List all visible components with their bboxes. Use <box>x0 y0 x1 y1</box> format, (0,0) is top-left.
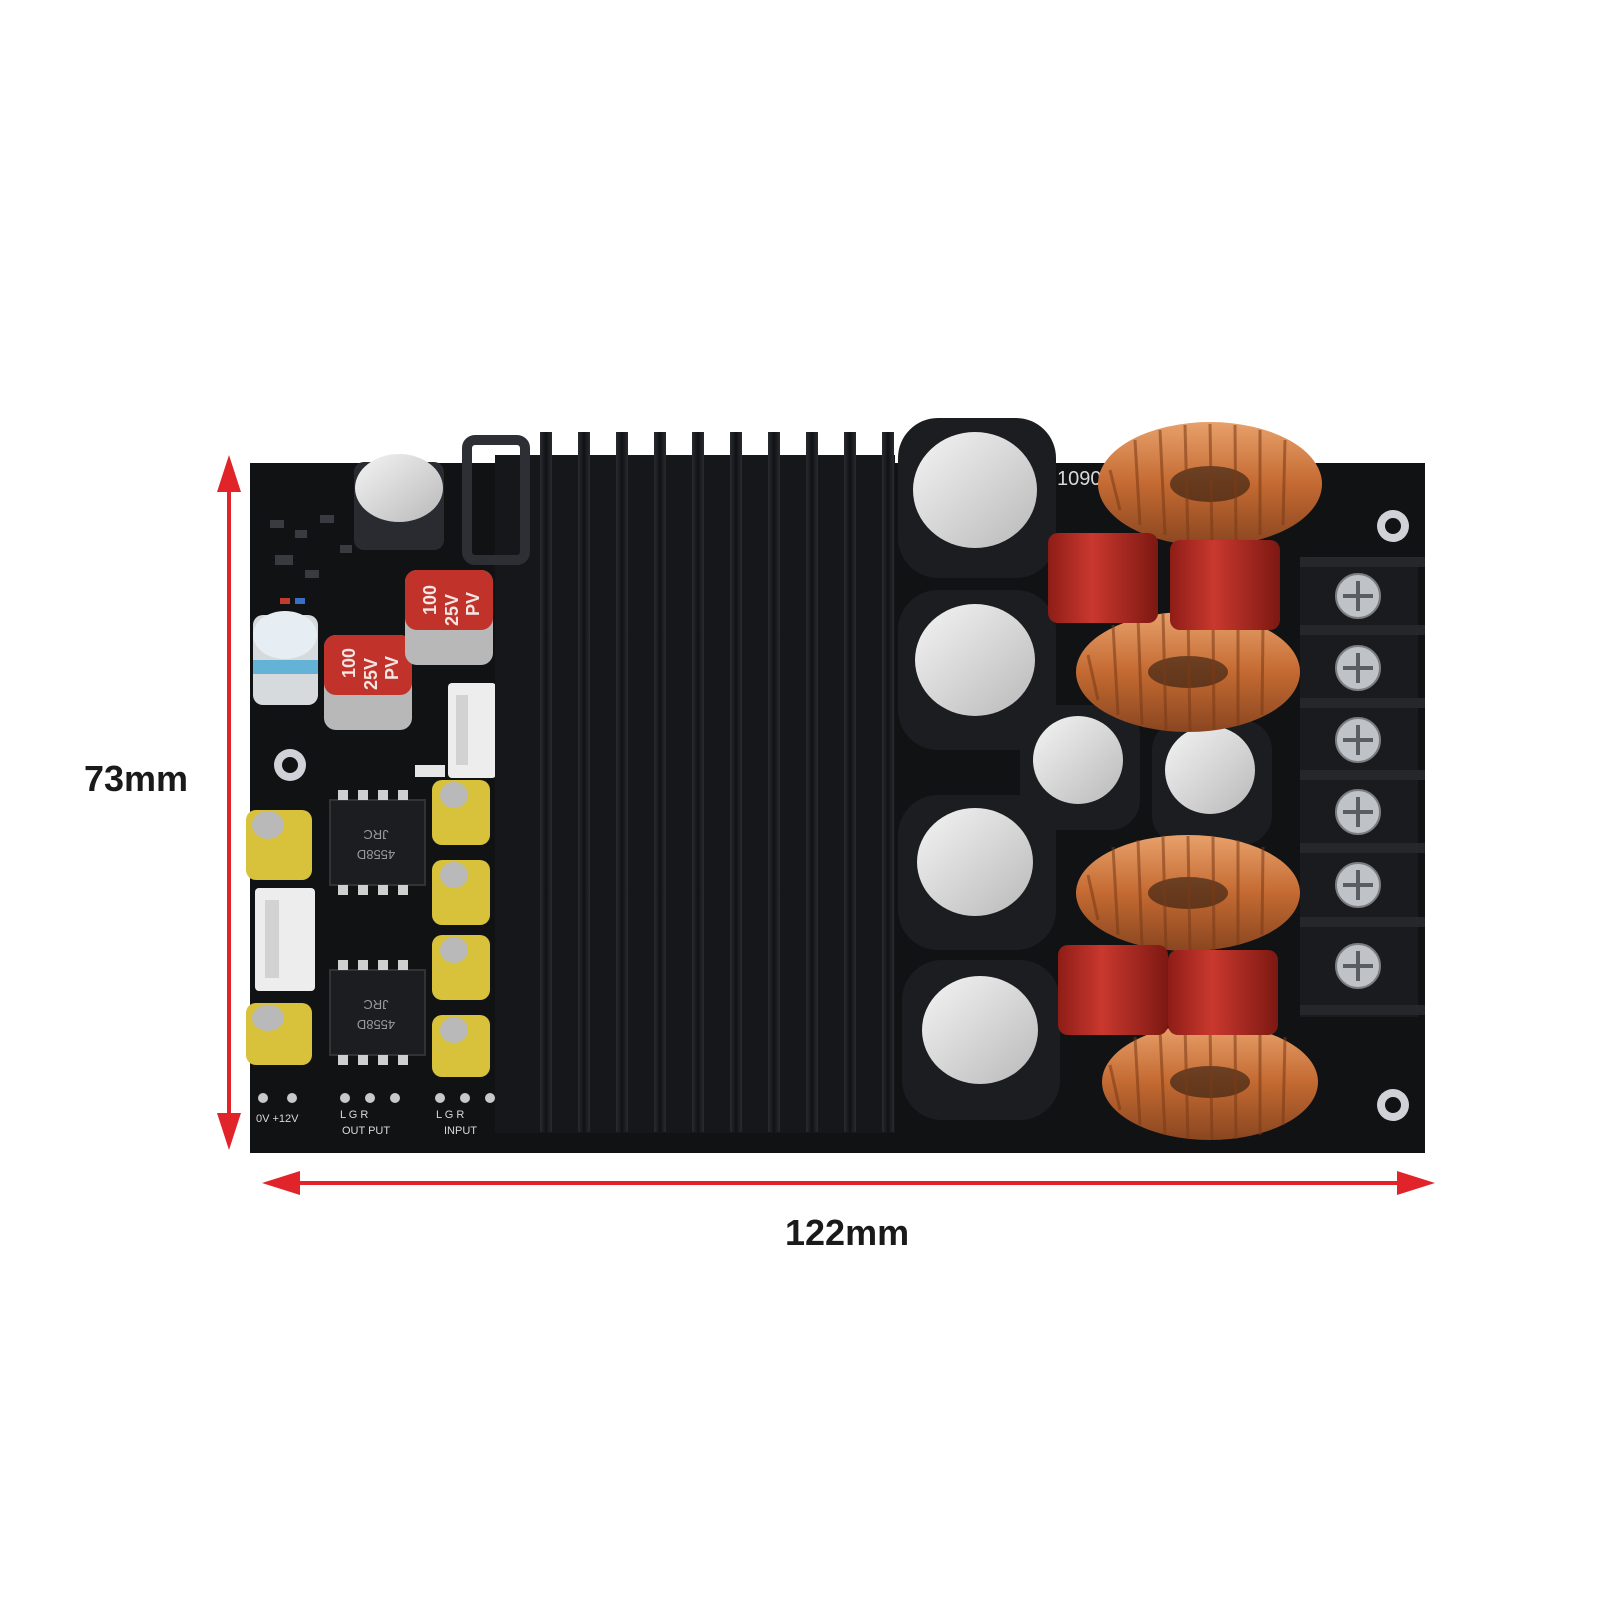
cap-label-voltage: 25V <box>361 658 381 690</box>
cap-label-voltage: 25V <box>442 594 462 626</box>
large-capacitor <box>898 795 1056 950</box>
silk-model-label: 1090 <box>1057 468 1102 490</box>
white-connector <box>448 683 496 778</box>
heatsink <box>462 435 895 1133</box>
arrow-head-down-icon <box>217 1113 241 1150</box>
pin-header-holes <box>258 1093 495 1103</box>
height-dimension-arrow <box>217 455 241 1150</box>
red-capacitor-left: 100 25V PV <box>324 635 412 730</box>
medium-capacitor <box>1152 720 1272 845</box>
op-amp-chip: JRC 4558D <box>329 799 426 886</box>
red-film-capacitor <box>1048 533 1280 1035</box>
silk-input-label: INPUT <box>444 1125 477 1137</box>
op-amp-chip: JRC 4558D <box>329 969 426 1056</box>
large-capacitor <box>898 418 1056 578</box>
height-dimension-label: 73mm <box>84 758 189 799</box>
chip-pins <box>338 790 408 1065</box>
silk-output-label: OUT PUT <box>342 1125 390 1137</box>
chip-brand: JRC <box>363 997 388 1012</box>
smd-components <box>270 515 445 777</box>
silk-output-lgr: L G R <box>340 1109 368 1121</box>
arrow-head-left-icon <box>262 1171 300 1195</box>
cap-label-value: 100 <box>420 585 440 615</box>
cap-label-value: 100 <box>339 648 359 678</box>
screw-terminal-block <box>1300 557 1425 1017</box>
silk-power-label: 0V +12V <box>256 1113 299 1125</box>
arrow-head-up-icon <box>217 455 241 492</box>
chip-model: 4558D <box>357 847 395 862</box>
arrow-head-right-icon <box>1397 1171 1435 1195</box>
inductor-windings <box>1086 423 1287 1141</box>
cap-label-series: PV <box>463 592 483 616</box>
silk-input-lgr: L G R <box>436 1109 464 1121</box>
heatsink-fins <box>540 432 894 1132</box>
red-capacitor-right: 100 25V PV <box>405 570 493 665</box>
white-connector <box>255 888 315 991</box>
large-capacitor <box>902 960 1060 1120</box>
electrolytic-capacitor <box>354 454 444 550</box>
chip-brand: JRC <box>363 827 388 842</box>
electrolytic-capacitor-blue <box>253 611 318 705</box>
amplifier-board: 100 25V PV 100 25V PV <box>246 418 1425 1153</box>
chip-model: 4558D <box>357 1017 395 1032</box>
medium-capacitor <box>1020 705 1140 830</box>
cap-label-series: PV <box>382 656 402 680</box>
width-dimension-arrow <box>262 1171 1435 1195</box>
large-capacitor <box>898 590 1056 750</box>
width-dimension-label: 122mm <box>785 1212 910 1253</box>
